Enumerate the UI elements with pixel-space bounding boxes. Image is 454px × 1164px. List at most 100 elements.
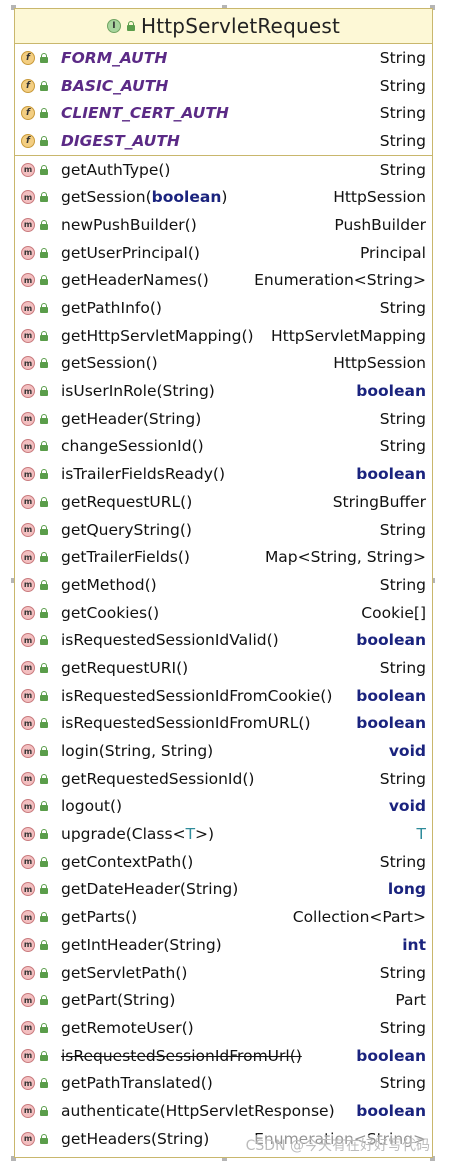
- method-icon: m: [21, 937, 35, 952]
- public-lock-icon: [40, 690, 48, 701]
- method-name-text: isRequestedSessionIdFromCookie(): [61, 686, 333, 705]
- public-lock-icon: [40, 718, 48, 729]
- method-name: getParts(): [61, 908, 287, 926]
- member-icons: f: [21, 106, 61, 121]
- method-name-text: isRequestedSessionIdFromUrl(): [61, 1046, 302, 1065]
- public-lock-icon: [40, 967, 48, 978]
- method-return-type: HttpSession: [333, 188, 426, 207]
- interface-icon: I: [106, 19, 121, 33]
- member-icons: f: [21, 78, 61, 93]
- method-name: getHeaderNames(): [61, 271, 248, 289]
- field-type: String: [379, 131, 426, 150]
- method-return-type: void: [388, 742, 426, 761]
- method-name: getUserPrincipal(): [61, 244, 354, 262]
- class-header[interactable]: I HttpServletRequest: [15, 9, 432, 44]
- method-name-text: getTrailerFields(): [61, 548, 190, 567]
- method-icon: m: [21, 1048, 35, 1063]
- method-icon: m: [21, 910, 35, 925]
- selection-handle[interactable]: [430, 5, 435, 10]
- member-icons: m: [21, 910, 61, 925]
- method-name: getSession(): [61, 354, 327, 372]
- method-return-type: Cookie[]: [361, 603, 426, 622]
- method-name: isRequestedSessionIdFromUrl(): [61, 1047, 350, 1065]
- member-icons: m: [21, 1103, 61, 1118]
- method-icon: m: [21, 633, 35, 648]
- selection-handle[interactable]: [222, 5, 227, 10]
- selection-handle[interactable]: [11, 1156, 16, 1161]
- selection-handle[interactable]: [11, 578, 16, 583]
- member-icons: m: [21, 356, 61, 371]
- method-name: newPushBuilder(): [61, 216, 328, 234]
- public-lock-icon: [40, 441, 48, 452]
- member-icons: m: [21, 799, 61, 814]
- method-name-text: getHttpServletMapping(): [61, 326, 254, 345]
- method-return-type: T: [416, 825, 426, 844]
- field-type: String: [379, 48, 426, 67]
- method-row[interactable]: m getHeaderNames() Enumeration<String>: [15, 267, 432, 295]
- field-icon: f: [21, 78, 35, 93]
- method-icon: m: [21, 411, 35, 426]
- public-lock-icon: [40, 192, 48, 203]
- method-name-text: getHeader(String): [61, 409, 202, 428]
- member-icons: m: [21, 301, 61, 316]
- method-name-text: getRemoteUser(): [61, 1018, 194, 1037]
- method-name-text: getSession(: [61, 188, 152, 207]
- method-name: getContextPath(): [61, 853, 374, 871]
- method-icon: m: [21, 716, 35, 731]
- method-icon: m: [21, 882, 35, 897]
- method-icon: m: [21, 273, 35, 288]
- method-name: isUserInRole(String): [61, 382, 350, 400]
- method-icon: m: [21, 1020, 35, 1035]
- method-name-end: >): [195, 825, 215, 844]
- method-name-text: authenticate(HttpServletResponse): [61, 1101, 335, 1120]
- method-icon: m: [21, 799, 35, 814]
- method-icon: m: [21, 467, 35, 482]
- selection-handle[interactable]: [222, 1156, 227, 1161]
- selection-handle[interactable]: [430, 1156, 435, 1161]
- method-name: getRemoteUser(): [61, 1019, 374, 1037]
- selection-handle[interactable]: [11, 5, 16, 10]
- member-icons: m: [21, 162, 61, 177]
- method-return-type: boolean: [356, 382, 426, 401]
- method-return-type: Enumeration<String>: [254, 271, 426, 290]
